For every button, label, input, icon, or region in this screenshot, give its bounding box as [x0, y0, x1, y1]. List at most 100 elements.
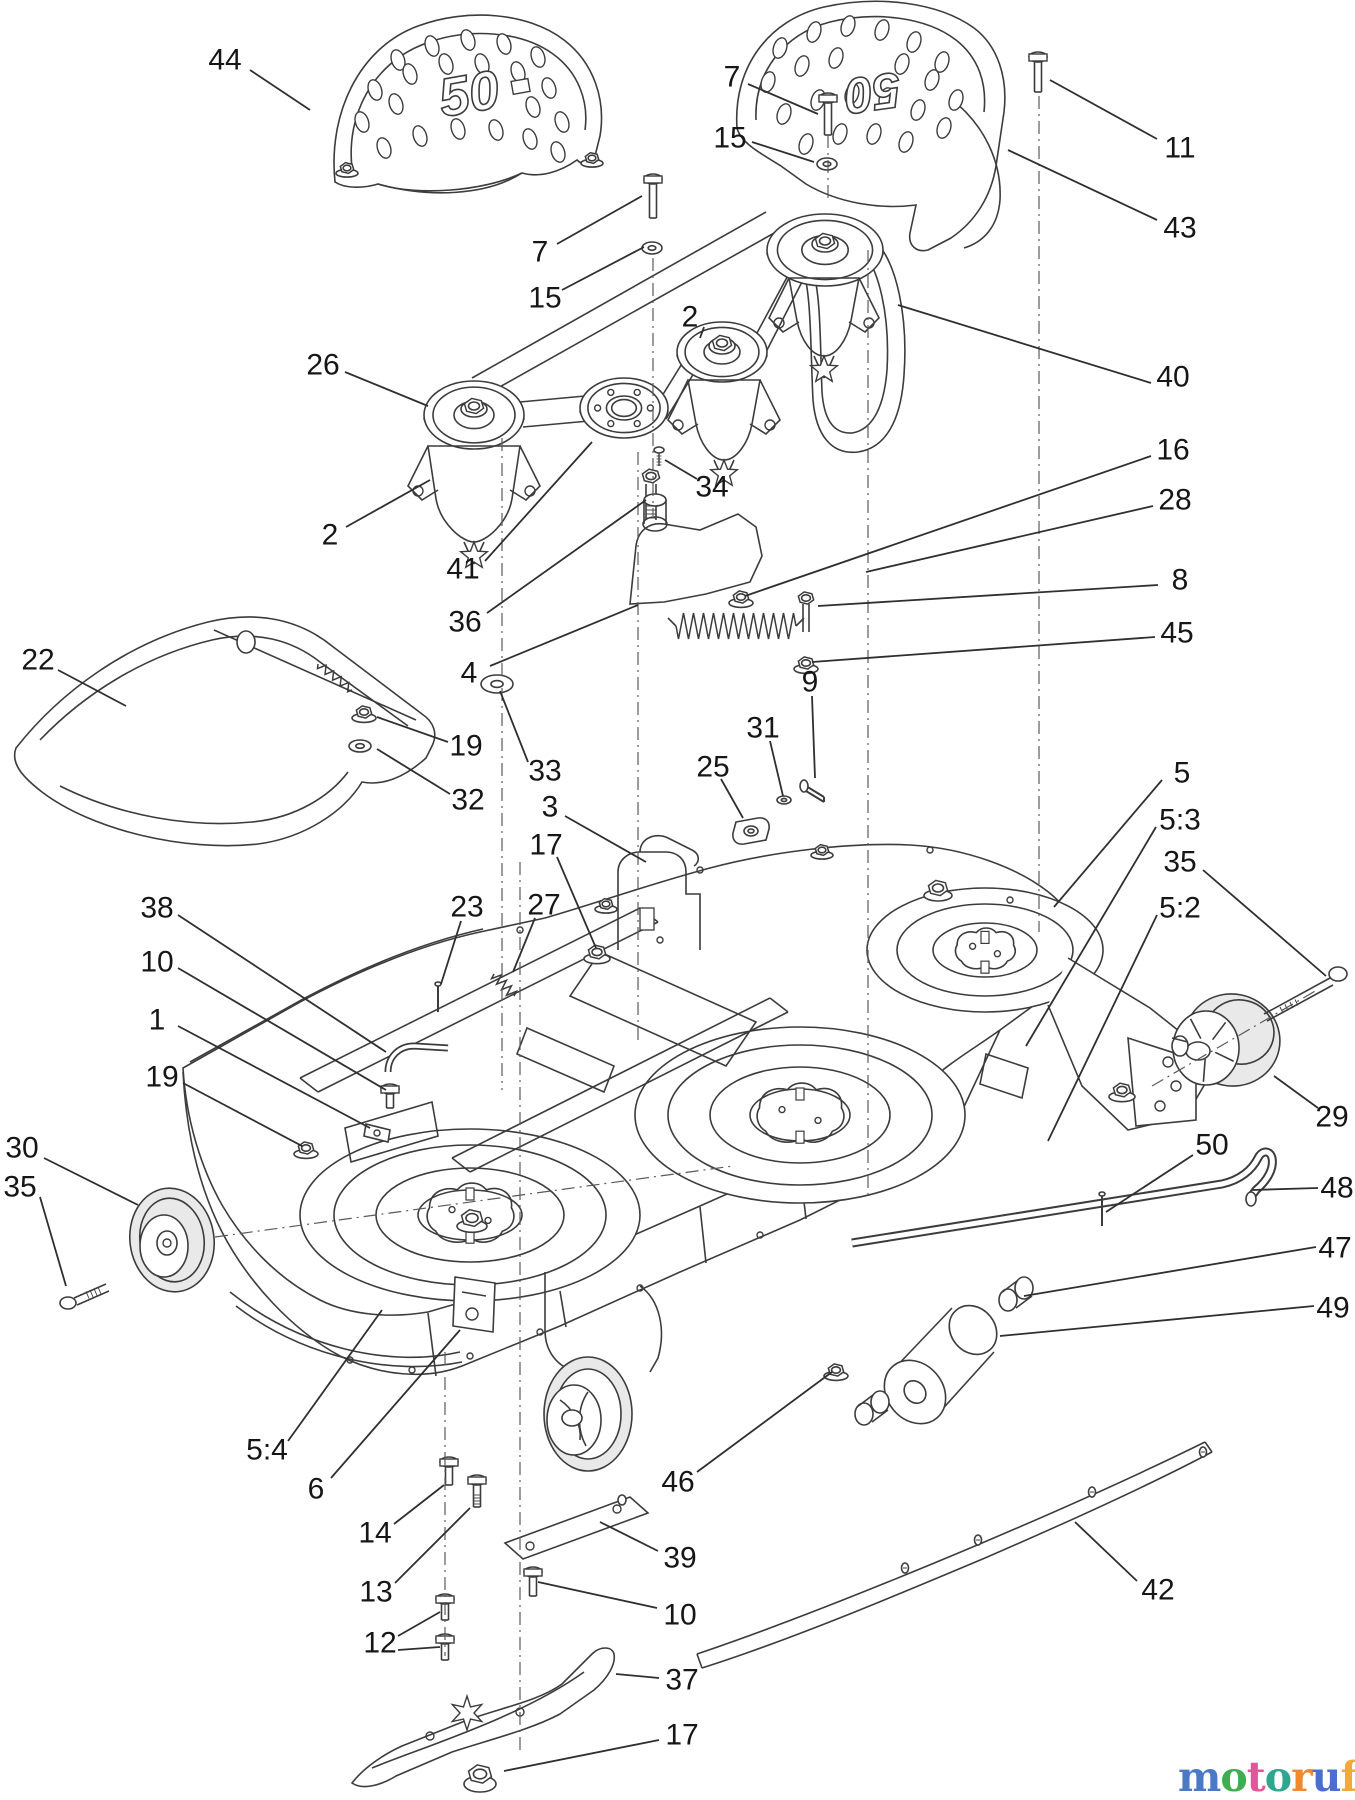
- logo-letter: o: [1220, 1753, 1247, 1800]
- callout-10: 10: [663, 1599, 696, 1632]
- callout-5:2: 5:2: [1159, 892, 1201, 925]
- callout-leaders: [39, 69, 1327, 1772]
- leader-line-33: [499, 690, 529, 763]
- leader-line-11: [1049, 79, 1158, 140]
- callout-5: 5: [1174, 757, 1191, 790]
- leader-line-37: [615, 1673, 660, 1679]
- leader-line-44: [249, 69, 311, 111]
- leader-line-32: [376, 748, 451, 795]
- callout-39: 39: [663, 1542, 696, 1575]
- leader-line-35: [1202, 869, 1327, 977]
- leader-line-45: [811, 636, 1156, 663]
- callout-50: 50: [1195, 1129, 1228, 1162]
- callout-31: 31: [746, 712, 779, 745]
- leader-line-25: [720, 778, 744, 819]
- callout-6: 6: [308, 1473, 325, 1506]
- leader-line-10: [177, 967, 387, 1091]
- dash-dot-line: [1151, 989, 1318, 1087]
- leader-line-22: [57, 669, 127, 707]
- callout-17: 17: [529, 829, 562, 862]
- callout-26: 26: [306, 349, 339, 382]
- callout-7: 7: [532, 236, 549, 269]
- callout-15: 15: [528, 282, 561, 315]
- callout-35: 35: [1163, 846, 1196, 879]
- leader-line-19: [182, 1082, 303, 1147]
- leader-line-40: [897, 304, 1152, 384]
- leader-line-15: [561, 246, 645, 291]
- callout-11: 11: [1164, 132, 1195, 165]
- leader-line-5:2: [1047, 914, 1158, 1142]
- leader-line-28: [865, 505, 1154, 573]
- leader-line-36: [486, 499, 647, 614]
- leader-line-7: [556, 195, 643, 245]
- leader-line-27: [512, 917, 536, 973]
- callout-15: 15: [713, 122, 746, 155]
- leader-line-6: [330, 1329, 461, 1479]
- diagram-artwork: 50 50: [13, 0, 1348, 1793]
- leader-line-34: [664, 459, 698, 480]
- callout-22: 22: [21, 644, 54, 677]
- leader-line-30: [43, 1157, 139, 1206]
- leader-line-43: [1007, 149, 1158, 221]
- leader-line-26: [344, 371, 429, 407]
- logo-letter: m: [1178, 1753, 1221, 1800]
- leader-line-7: [747, 83, 819, 115]
- callout-41: 41: [446, 553, 479, 586]
- callout-12: 12: [363, 1627, 396, 1660]
- leader-line-12: [397, 1646, 441, 1651]
- leader-line-1: [177, 1025, 371, 1129]
- leader-line-42: [1074, 1521, 1138, 1582]
- leader-line-2: [345, 479, 431, 528]
- leader-line-49: [999, 1305, 1315, 1337]
- callout-46: 46: [661, 1466, 694, 1499]
- svg-text:50: 50: [841, 61, 904, 124]
- callout-14: 14: [358, 1517, 391, 1550]
- leader-line-31: [769, 740, 784, 797]
- leader-line-23: [440, 920, 462, 985]
- callout-32: 32: [451, 784, 484, 817]
- callout-2: 2: [682, 301, 699, 334]
- leader-line-9: [811, 695, 816, 779]
- callout-42: 42: [1141, 1574, 1174, 1607]
- leader-line-5: [1053, 779, 1163, 908]
- callout-33: 33: [528, 755, 561, 788]
- alignment-lines: [214, 96, 1318, 1752]
- callout-5:3: 5:3: [1159, 804, 1201, 837]
- callout-17: 17: [665, 1719, 698, 1752]
- motoruf-logo[interactable]: motoruf'.de: [1178, 1747, 1355, 1799]
- leader-line-47: [1023, 1246, 1317, 1297]
- logo-letter: f: [1340, 1753, 1355, 1800]
- callout-19: 19: [145, 1061, 178, 1094]
- leader-line-39: [599, 1521, 659, 1552]
- callout-16: 16: [1156, 434, 1189, 467]
- callout-27: 27: [527, 889, 560, 922]
- svg-text:50: 50: [434, 59, 504, 129]
- leader-line-50: [1105, 1154, 1194, 1213]
- callout-3: 3: [542, 791, 559, 824]
- callout-43: 43: [1163, 212, 1196, 245]
- leader-line-29: [1273, 1075, 1319, 1109]
- leader-line-19: [376, 716, 449, 743]
- leader-line-16: [744, 455, 1152, 597]
- dash-dot-line: [214, 1165, 734, 1238]
- callout-36: 36: [448, 606, 481, 639]
- leader-line-8: [817, 584, 1159, 607]
- callout-4: 4: [461, 657, 478, 690]
- leader-line-3: [564, 815, 647, 863]
- leader-line-17: [556, 856, 597, 949]
- leader-line-35: [39, 1196, 67, 1287]
- callout-5:4: 5:4: [246, 1434, 288, 1467]
- leader-line-12: [397, 1611, 441, 1637]
- callout-37: 37: [665, 1664, 698, 1697]
- callout-47: 47: [1318, 1232, 1351, 1265]
- leader-line-46: [696, 1371, 833, 1473]
- callout-29: 29: [1315, 1101, 1348, 1134]
- callout-2: 2: [322, 519, 339, 552]
- leader-line-15: [751, 141, 815, 163]
- callout-35: 35: [3, 1171, 36, 1204]
- callout-30: 30: [5, 1132, 38, 1165]
- callout-34: 34: [695, 471, 728, 504]
